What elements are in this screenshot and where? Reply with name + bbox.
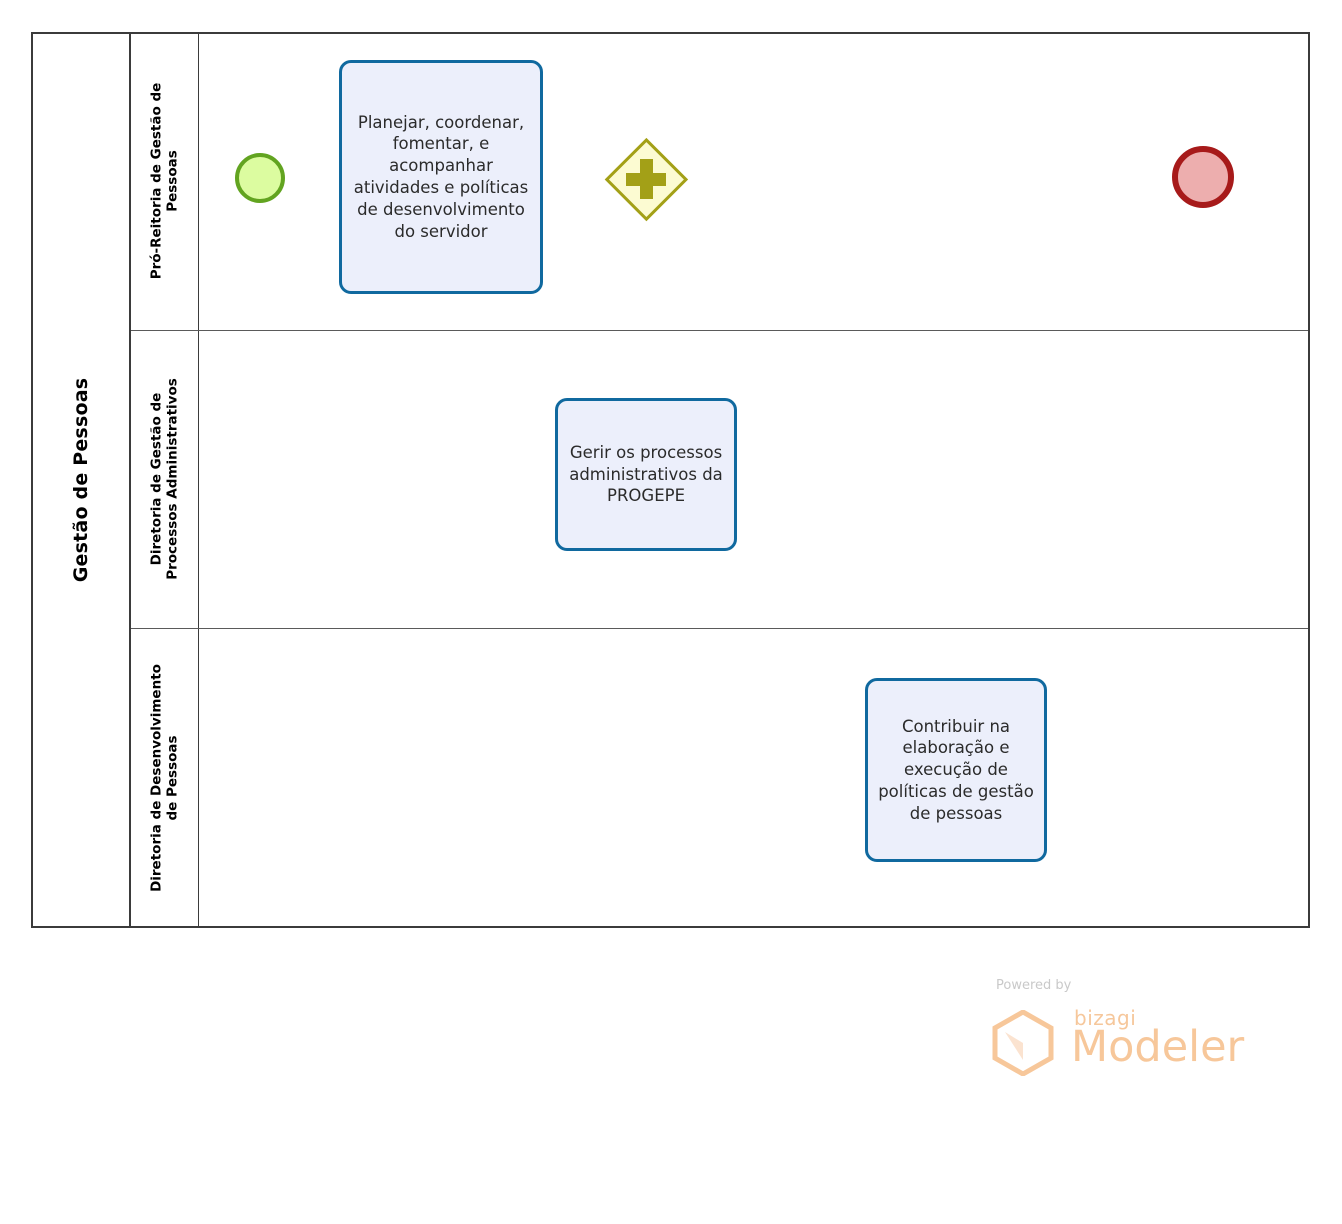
modeler-wordmark: Modeler [1071, 1022, 1245, 1072]
lane-label-line-1: Diretoria de Gestão de [148, 392, 165, 566]
lane-label-line-1: Pró-Reitoria de Gestão de [148, 82, 165, 280]
lane-label-desenvolvimento-pessoas: Diretoria de Desenvolvimento de Pessoas [148, 664, 181, 892]
task-contribuir-politicas[interactable]: Contribuir na elaboração e execução de p… [865, 678, 1047, 862]
task-contribuir-politicas-label: Contribuir na elaboração e execução de p… [878, 716, 1034, 823]
powered-by-label: Powered by [996, 978, 1072, 993]
lane-label-line-2: de Pessoas [164, 735, 181, 821]
bizagi-branding: Powered by bizagi Modeler [971, 978, 1251, 1078]
task-planejar[interactable]: Planejar, coordenar, fomentar, e acompan… [339, 60, 543, 294]
lane-header-processos-administrativos[interactable]: Diretoria de Gestão de Processos Adminis… [131, 330, 199, 628]
bizagi-hexagon-logo [992, 1010, 1054, 1076]
lane-header-desenvolvimento-pessoas[interactable]: Diretoria de Desenvolvimento de Pessoas [131, 628, 199, 928]
parallel-plus-icon-vertical [639, 159, 653, 199]
task-gerir-processos-label: Gerir os processos administrativos da PR… [569, 442, 723, 506]
lane-label-pro-reitoria: Pró-Reitoria de Gestão de Pessoas [148, 83, 181, 280]
start-event[interactable] [235, 153, 285, 203]
lane-label-line-1: Diretoria de Desenvolvimento [148, 664, 165, 892]
lane-divider-2 [131, 628, 1308, 629]
pool-header [31, 32, 131, 928]
parallel-gateway[interactable] [604, 137, 688, 221]
bizagi-wordmark: bizagi [1074, 1006, 1137, 1030]
task-gerir-processos[interactable]: Gerir os processos administrativos da PR… [555, 398, 737, 551]
lane-label-line-2: Processos Administrativos [164, 378, 181, 580]
lane-divider-1 [131, 330, 1308, 331]
lane-label-line-2: Pessoas [164, 150, 181, 212]
end-event[interactable] [1172, 146, 1234, 208]
task-planejar-label: Planejar, coordenar, fomentar, e acompan… [353, 112, 529, 241]
lane-header-pro-reitoria[interactable]: Pró-Reitoria de Gestão de Pessoas [131, 32, 199, 330]
lane-label-processos-administrativos: Diretoria de Gestão de Processos Adminis… [148, 378, 181, 580]
